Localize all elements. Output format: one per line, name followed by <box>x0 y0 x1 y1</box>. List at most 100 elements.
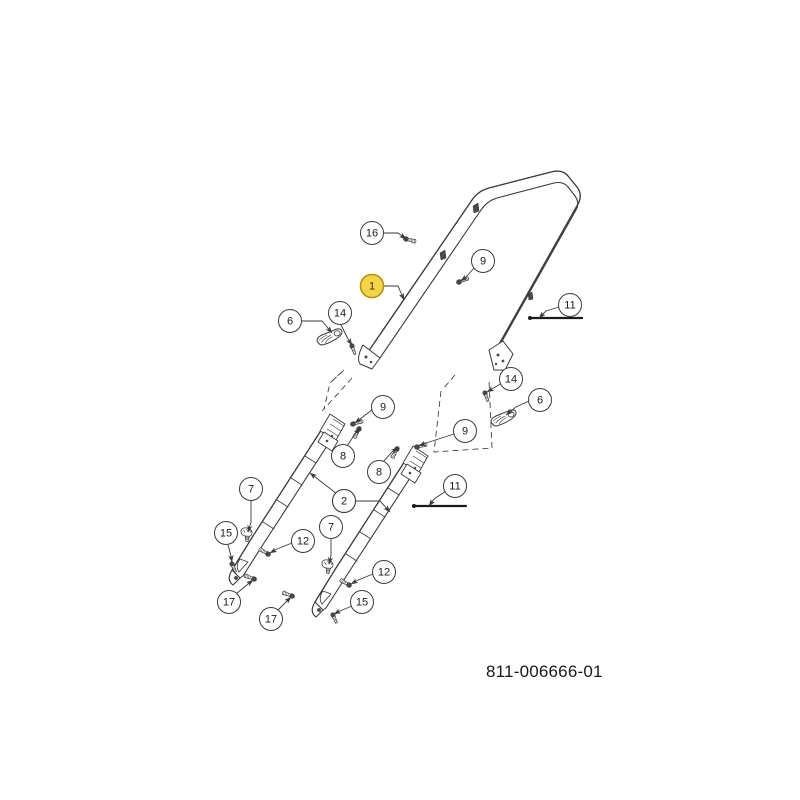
leader-line-11 <box>538 306 560 319</box>
callout-bubble[interactable] <box>214 521 238 545</box>
callout-bubble[interactable] <box>331 444 355 468</box>
callout-bubble[interactable] <box>291 529 315 553</box>
leader-line-8 <box>346 427 361 447</box>
leader-line-9 <box>354 409 373 424</box>
leader-line-14 <box>340 324 353 346</box>
callout-bubble[interactable] <box>359 273 385 299</box>
leader-line-7 <box>247 501 253 533</box>
leader-line-1 <box>384 285 405 301</box>
callout-number: 9 <box>462 426 468 438</box>
callout-8[interactable]: 8 <box>331 444 355 468</box>
callout-number: 17 <box>265 614 277 626</box>
leader-line-8 <box>382 447 399 463</box>
callout-17[interactable]: 17 <box>259 607 283 631</box>
callout-bubble[interactable] <box>499 367 523 391</box>
leader-line-6 <box>302 320 333 334</box>
leader-line-9 <box>418 433 455 447</box>
callout-17[interactable]: 17 <box>217 590 241 614</box>
callout-14[interactable]: 14 <box>499 367 523 391</box>
callout-bubble[interactable] <box>453 419 477 443</box>
leader-line-7 <box>328 539 334 565</box>
callout-bubble[interactable] <box>217 590 241 614</box>
knob-7-right <box>320 558 335 575</box>
callout-7[interactable]: 7 <box>239 477 263 501</box>
callout-14[interactable]: 14 <box>328 301 352 325</box>
callout-bubble[interactable] <box>371 395 395 419</box>
callout-number: 16 <box>366 228 378 240</box>
leader-line-6 <box>505 400 530 416</box>
callout-number: 8 <box>340 451 346 463</box>
part-number-label: 811-006666-01 <box>486 662 603 681</box>
callout-11[interactable]: 11 <box>443 474 467 498</box>
callout-number: 6 <box>537 395 543 407</box>
callout-bubble[interactable] <box>558 293 582 317</box>
bolt-12-left <box>257 546 272 558</box>
callout-number: 1 <box>369 281 375 293</box>
callout-number: 9 <box>380 402 386 414</box>
callout-bubble[interactable] <box>528 388 552 412</box>
callout-number: 11 <box>449 481 460 493</box>
leader-line-12 <box>350 573 374 585</box>
callout-11[interactable]: 11 <box>558 293 582 317</box>
callout-bubble[interactable] <box>239 477 263 501</box>
screw-14-left <box>348 342 358 356</box>
leader-line-9 <box>460 266 476 282</box>
callout-bubble[interactable] <box>328 301 352 325</box>
callout-6[interactable]: 6 <box>528 388 552 412</box>
leader-line-11 <box>428 490 447 507</box>
callout-12[interactable]: 12 <box>372 560 396 584</box>
callout-number: 2 <box>341 496 347 508</box>
bolt-12-right <box>338 577 353 589</box>
callout-9[interactable]: 9 <box>453 419 477 443</box>
callout-bubble[interactable] <box>319 515 343 539</box>
callout-leader-lines <box>227 232 560 615</box>
callout-bubble[interactable] <box>259 607 283 631</box>
callout-7[interactable]: 7 <box>319 515 343 539</box>
callout-2[interactable]: 2 <box>332 489 356 513</box>
callout-1[interactable]: 1 <box>359 273 385 299</box>
callout-bubble[interactable] <box>360 221 384 245</box>
callout-15[interactable]: 15 <box>350 590 374 614</box>
callout-number: 7 <box>248 484 254 496</box>
callout-bubble[interactable] <box>350 590 374 614</box>
callout-9[interactable]: 9 <box>471 249 495 273</box>
callout-bubble[interactable] <box>278 309 302 333</box>
leader-line-17 <box>276 596 292 612</box>
lower-handle-tube-right <box>311 449 424 618</box>
assembly-alignment-lines <box>321 369 493 453</box>
callout-bubble[interactable] <box>332 489 356 513</box>
upper-handle-end-fittings <box>358 340 514 371</box>
bolt-9-mid-left <box>349 418 364 428</box>
callout-number: 17 <box>223 597 235 609</box>
callout-number: 8 <box>376 467 382 479</box>
callout-number: 12 <box>297 536 309 548</box>
callout-bubble[interactable] <box>372 560 396 584</box>
leader-line-14 <box>486 382 503 393</box>
callout-bubble[interactable] <box>471 249 495 273</box>
callout-number: 14 <box>505 374 517 386</box>
bolt-9-upper <box>455 275 470 286</box>
callout-12[interactable]: 12 <box>291 529 315 553</box>
callout-bubble[interactable] <box>367 460 391 484</box>
lever-6-right <box>489 408 518 428</box>
callout-8[interactable]: 8 <box>367 460 391 484</box>
leader-line-16 <box>384 232 407 240</box>
screw-14-right <box>481 389 491 403</box>
callout-9[interactable]: 9 <box>371 395 395 419</box>
leader-line-17 <box>235 579 254 595</box>
leader-line-15 <box>333 605 353 615</box>
callout-6[interactable]: 6 <box>278 309 302 333</box>
callout-15[interactable]: 15 <box>214 521 238 545</box>
lower-handle-tube-left <box>228 417 341 586</box>
callout-16[interactable]: 16 <box>360 221 384 245</box>
callout-number: 15 <box>220 528 232 540</box>
callout-number: 9 <box>480 256 486 268</box>
upper-handle-mount-tabs <box>439 202 534 301</box>
bolt-16 <box>402 235 417 245</box>
leader-line-2 <box>309 472 338 495</box>
leader-line-12 <box>269 542 293 554</box>
nut-17-right <box>281 590 296 600</box>
callout-bubble[interactable] <box>443 474 467 498</box>
